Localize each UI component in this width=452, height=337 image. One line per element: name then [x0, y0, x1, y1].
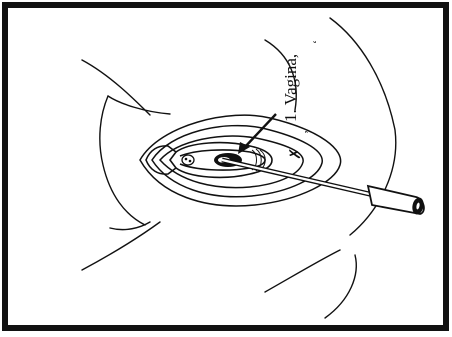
urethral-opening [182, 155, 194, 165]
body-outline [82, 18, 396, 318]
callout-mark-top: ‘ [310, 40, 324, 44]
inner-labia [146, 143, 272, 178]
callout-symbol: ✗ [288, 147, 304, 160]
callout-mark-bottom: ‚ [295, 130, 309, 134]
callout-label-vagina: 1. Vagina, [281, 54, 300, 122]
